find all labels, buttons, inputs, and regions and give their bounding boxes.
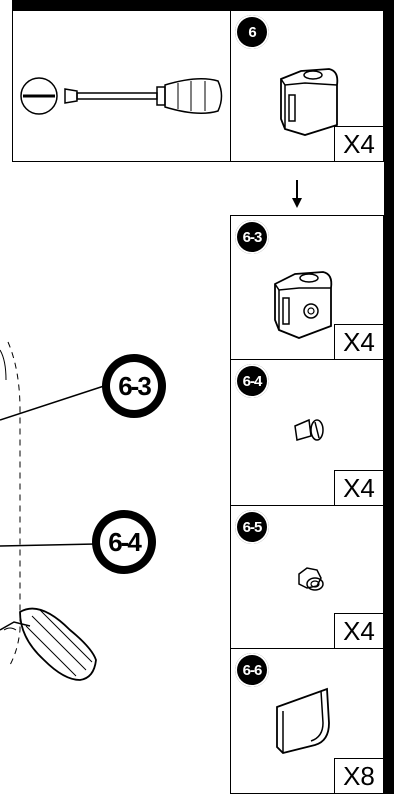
nut-icon [298,567,324,591]
quantity-label: X4 [334,324,383,359]
part-6-4-panel: 6-4 X4 [230,359,384,506]
tool-panel [12,10,231,162]
quantity-label: X8 [334,758,383,793]
handle-part-icon [274,271,333,339]
end-cap-icon [276,687,330,754]
part-badge: 6-4 [235,364,269,398]
part-badge: 6-5 [235,510,269,544]
screwdriver-handle-icon [0,607,97,681]
part-6-5-panel: 6-5 X4 [230,505,384,649]
quantity-label: X4 [334,126,383,161]
part-badge: 6 [235,15,269,49]
screw-icon [294,418,324,441]
part-6-6-panel: 6-6 X8 [230,648,384,794]
callout-label: 6-3 [110,362,158,410]
callout-6-4: 6-4 [92,510,156,574]
handle-part-icon [280,68,339,136]
callout-label: 6-4 [100,518,148,566]
callout-6-3: 6-3 [102,354,166,418]
part-badge: 6-6 [235,653,269,687]
flathead-screwdriver-icon [20,77,223,115]
assembly-illustration [0,341,105,681]
part-badge: 6-3 [235,220,269,254]
quantity-label: X4 [334,613,383,648]
arrow-down-icon [292,180,302,208]
part-6-panel: 6 X4 [230,10,384,162]
quantity-label: X4 [334,470,383,505]
top-border-bar [12,0,394,10]
part-6-3-panel: 6-3 X4 [230,215,384,360]
right-border-bar [384,0,394,794]
